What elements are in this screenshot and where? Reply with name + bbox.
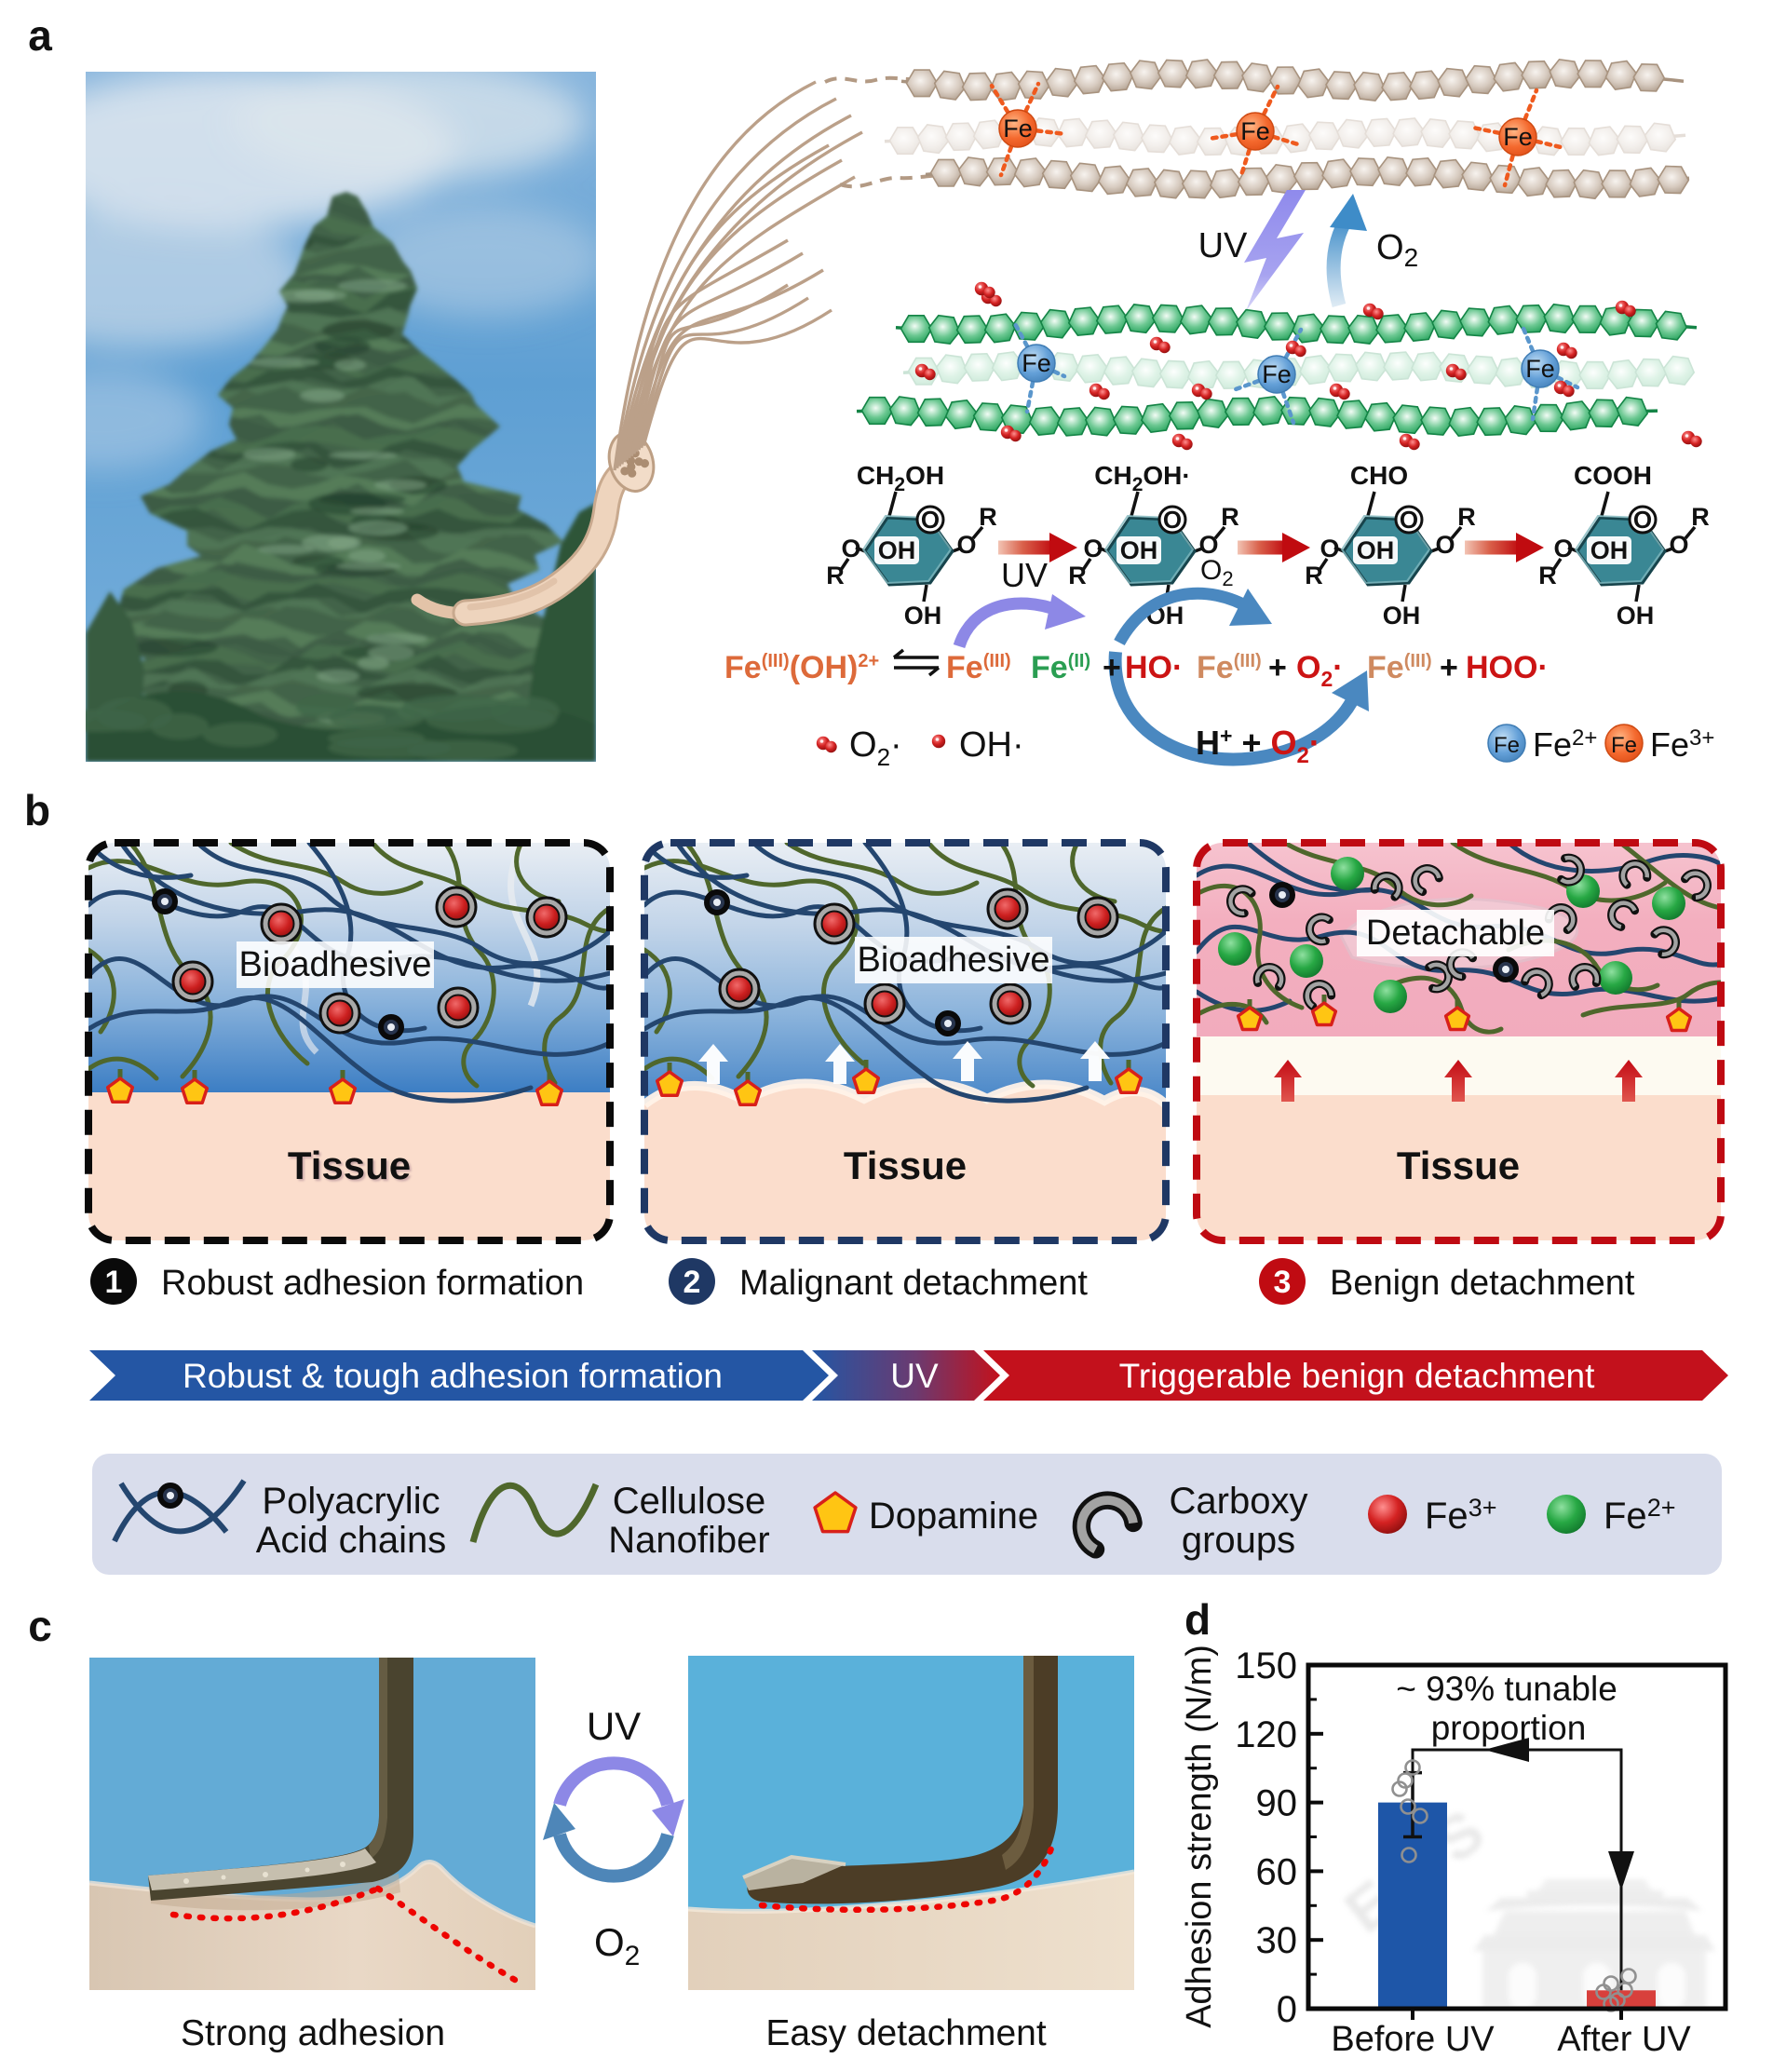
svg-text:Nanofiber: Nanofiber xyxy=(608,1520,769,1561)
svg-text:O: O xyxy=(1320,535,1339,562)
svg-text:a: a xyxy=(28,11,52,60)
svg-text:Detachable: Detachable xyxy=(1366,914,1545,953)
svg-text:OH·: OH· xyxy=(959,725,1024,765)
svg-text:O2·: O2· xyxy=(1296,650,1344,691)
svg-text:+: + xyxy=(1440,650,1458,685)
svg-text:2: 2 xyxy=(683,1265,701,1300)
svg-text:Carboxy: Carboxy xyxy=(1170,1481,1308,1522)
svg-text:Fe3+: Fe3+ xyxy=(1650,725,1714,764)
svg-text:3: 3 xyxy=(1274,1265,1292,1300)
svg-text:O: O xyxy=(1198,531,1218,559)
svg-text:COOH: COOH xyxy=(1574,461,1652,490)
svg-text:R: R xyxy=(826,562,845,589)
svg-text:d: d xyxy=(1184,1595,1211,1644)
svg-text:OH: OH xyxy=(1383,602,1421,630)
svg-text:O: O xyxy=(1669,531,1688,559)
svg-text:R: R xyxy=(1305,562,1323,589)
svg-text:R: R xyxy=(1221,503,1239,531)
svg-text:Bioadhesive: Bioadhesive xyxy=(238,945,431,984)
svg-text:OH: OH xyxy=(1590,536,1629,564)
svg-text:R: R xyxy=(979,503,997,531)
svg-text:OH: OH xyxy=(1357,536,1395,564)
svg-text:O: O xyxy=(956,531,976,559)
svg-text:+: + xyxy=(1103,650,1121,685)
svg-text:Triggerable benign detachment: Triggerable benign detachment xyxy=(1119,1357,1596,1395)
svg-text:CH2OH·: CH2OH· xyxy=(1094,461,1190,495)
svg-text:Fe: Fe xyxy=(1611,733,1637,758)
svg-text:+: + xyxy=(1268,650,1287,685)
svg-text:UV: UV xyxy=(587,1704,641,1748)
svg-text:R: R xyxy=(1538,562,1557,589)
svg-text:O: O xyxy=(1400,506,1418,534)
svg-text:proportion: proportion xyxy=(1431,1709,1587,1747)
svg-text:1: 1 xyxy=(105,1265,123,1300)
svg-text:Tissue: Tissue xyxy=(288,1144,411,1187)
svg-text:Polyacrylic: Polyacrylic xyxy=(262,1481,440,1522)
svg-text:CHO: CHO xyxy=(1350,461,1408,490)
svg-text:Easy detachment: Easy detachment xyxy=(765,2013,1047,2053)
svg-text:R: R xyxy=(1068,562,1087,589)
svg-text:Tissue: Tissue xyxy=(844,1144,967,1187)
svg-text:Adhesion strength (N/m): Adhesion strength (N/m) xyxy=(1180,1645,1219,2028)
svg-text:Dopamine: Dopamine xyxy=(869,1496,1038,1537)
svg-text:O: O xyxy=(1083,535,1103,562)
svg-text:OH: OH xyxy=(904,602,942,630)
svg-text:120: 120 xyxy=(1235,1714,1297,1755)
svg-text:30: 30 xyxy=(1256,1920,1298,1961)
svg-text:groups: groups xyxy=(1182,1520,1295,1561)
svg-text:Fe: Fe xyxy=(1003,115,1033,142)
svg-text:Fe: Fe xyxy=(1525,355,1555,383)
svg-text:HOO·: HOO· xyxy=(1466,650,1549,685)
svg-text:UV: UV xyxy=(1198,226,1248,265)
svg-text:~ 93% tunable: ~ 93% tunable xyxy=(1396,1670,1617,1708)
svg-text:c: c xyxy=(28,1602,52,1650)
svg-text:OH: OH xyxy=(878,536,916,564)
svg-text:Fe(III)(OH)2+: Fe(III)(OH)2+ xyxy=(724,650,879,685)
svg-text:OH: OH xyxy=(1120,536,1158,564)
svg-text:Benign detachment: Benign detachment xyxy=(1330,1264,1635,1303)
svg-text:b: b xyxy=(24,786,50,834)
svg-text:90: 90 xyxy=(1256,1783,1298,1824)
svg-text:Fe(III): Fe(III) xyxy=(1197,650,1262,685)
svg-text:R: R xyxy=(1457,503,1476,531)
svg-text:Robust & tough adhesion format: Robust & tough adhesion formation xyxy=(183,1357,723,1395)
svg-text:Robust adhesion formation: Robust adhesion formation xyxy=(161,1264,584,1303)
svg-text:Fe: Fe xyxy=(1494,733,1520,758)
svg-text:O: O xyxy=(921,506,940,534)
svg-text:H+ + O2·: H+ + O2· xyxy=(1196,724,1320,768)
svg-text:R: R xyxy=(1691,503,1710,531)
svg-text:Acid chains: Acid chains xyxy=(256,1520,447,1561)
svg-text:O: O xyxy=(1435,531,1455,559)
svg-text:Strong adhesion: Strong adhesion xyxy=(181,2013,445,2053)
svg-text:Malignant detachment: Malignant detachment xyxy=(739,1264,1088,1303)
svg-text:60: 60 xyxy=(1256,1851,1298,1892)
svg-text:Fe: Fe xyxy=(1262,360,1292,388)
svg-text:Fe: Fe xyxy=(1503,123,1533,151)
svg-text:Cellulose: Cellulose xyxy=(613,1481,766,1522)
svg-text:O: O xyxy=(1553,535,1573,562)
svg-text:Fe(II): Fe(II) xyxy=(1031,650,1090,685)
svg-text:Fe2+: Fe2+ xyxy=(1533,725,1597,764)
svg-text:Fe(III): Fe(III) xyxy=(1367,650,1432,685)
svg-text:O2: O2 xyxy=(1200,555,1234,590)
svg-text:Bioadhesive: Bioadhesive xyxy=(857,941,1049,980)
svg-text:O2·: O2· xyxy=(849,725,902,771)
svg-text:Fe: Fe xyxy=(1240,117,1270,145)
svg-text:150: 150 xyxy=(1235,1645,1297,1686)
svg-text:O: O xyxy=(1633,506,1652,534)
svg-text:0: 0 xyxy=(1277,1989,1297,2030)
svg-text:After UV: After UV xyxy=(1557,2020,1691,2059)
svg-text:HO·: HO· xyxy=(1125,650,1183,685)
svg-text:Fe(III): Fe(III) xyxy=(946,650,1011,685)
svg-text:UV: UV xyxy=(1001,556,1048,594)
svg-text:Fe: Fe xyxy=(1022,349,1051,377)
svg-text:O: O xyxy=(841,535,860,562)
svg-text:O: O xyxy=(1163,506,1182,534)
svg-text:Before UV: Before UV xyxy=(1331,2020,1495,2059)
svg-text:UV: UV xyxy=(890,1357,939,1395)
svg-text:OH: OH xyxy=(1617,602,1655,630)
svg-text:Tissue: Tissue xyxy=(1397,1144,1520,1187)
